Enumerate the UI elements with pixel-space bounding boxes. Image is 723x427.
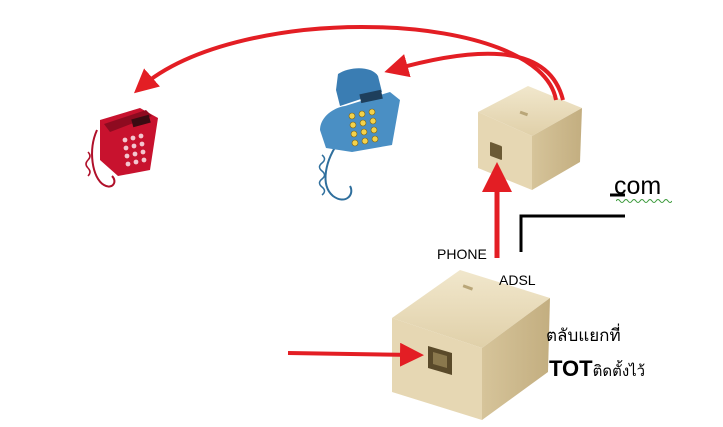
- adsl-port-label: ADSL: [499, 272, 536, 288]
- com-label: com: [614, 172, 662, 200]
- spellcheck-squiggle: [616, 199, 672, 203]
- arrow-line-in: [287, 342, 424, 367]
- tot-brand-label: TOT: [549, 356, 593, 381]
- splitter-caption-installed: ติดตั้งไว้: [592, 362, 646, 380]
- red-phone-icon: [85, 108, 158, 188]
- blue-phone-icon: [318, 68, 400, 201]
- arrow-to-blue-phone: [384, 51, 565, 101]
- splitter-caption-line2: TOTติดตั้งไว้: [549, 356, 645, 383]
- splitter-box-icon: [392, 270, 550, 420]
- phone-port-label: PHONE: [437, 246, 487, 262]
- adsl-cable: [519, 214, 625, 252]
- splitter-caption-line1: ตลับแยกที่: [546, 326, 621, 346]
- upper-jack-box-icon: [478, 86, 582, 190]
- arrow-to-red-phone: [133, 25, 558, 101]
